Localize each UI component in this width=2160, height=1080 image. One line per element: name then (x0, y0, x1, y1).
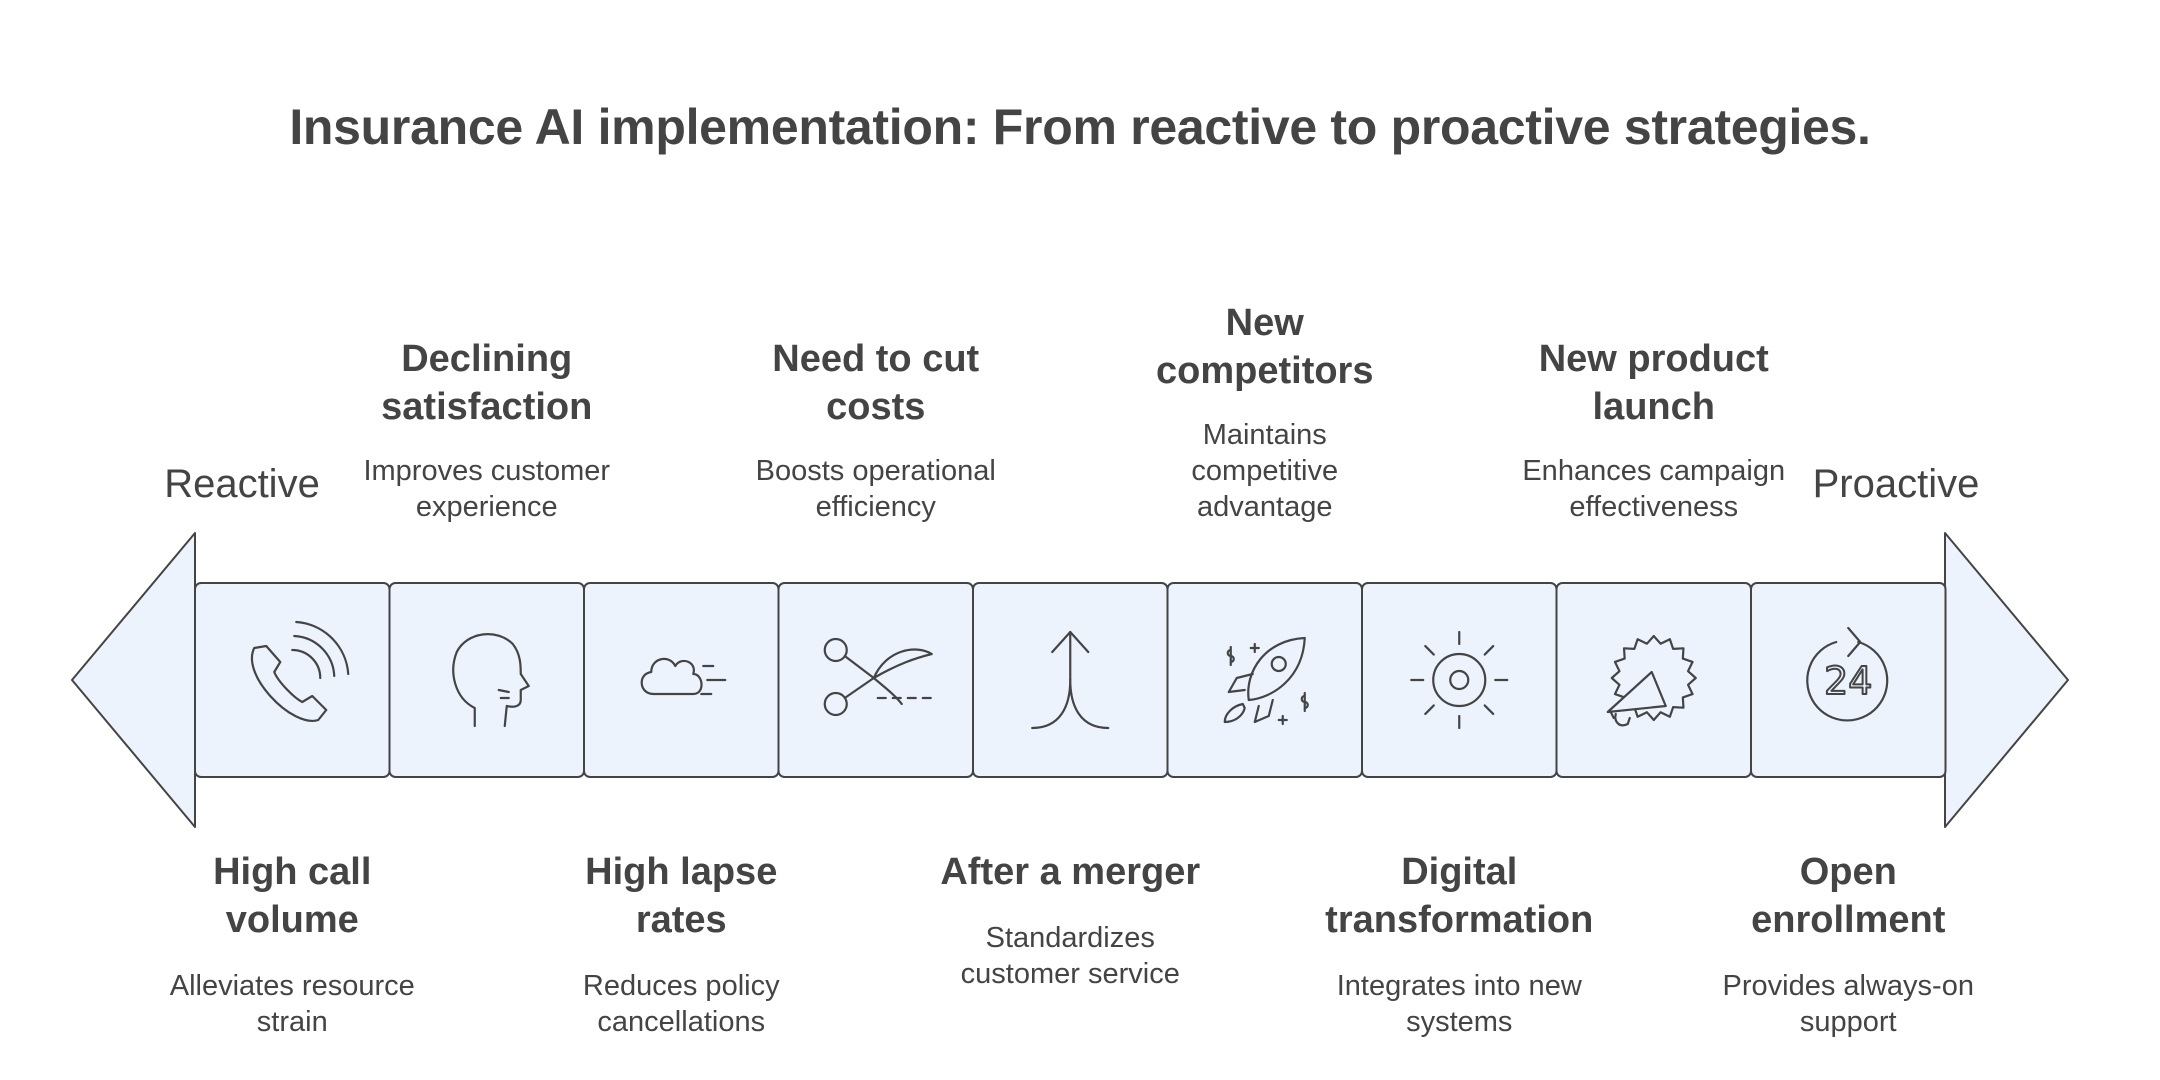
callout-heading-line: New (1225, 302, 1304, 344)
callout-heading: Need to cut costs (706, 335, 1046, 431)
rocket-icon (1223, 636, 1309, 726)
callout-heading-line: costs (826, 386, 926, 428)
timeline-segment (1361, 582, 1558, 778)
clock-24-label: 24 (1824, 659, 1872, 703)
callout-description: Enhances campaign effectiveness (1484, 453, 1824, 525)
person-head-icon (452, 633, 530, 728)
callout-heading-line: enrollment (1751, 899, 1946, 941)
callout-description-line: Maintains (1202, 419, 1327, 451)
merge-arrow-icon (1031, 630, 1110, 730)
megaphone-icon (1606, 634, 1697, 727)
right-arrowhead (1944, 532, 2069, 828)
callout-heading: High lapse rates (511, 848, 851, 944)
callout-description: Integrates into new systems (1289, 968, 1629, 1040)
callout-heading-line: After a merger (940, 851, 1201, 893)
callout-description-line: Standardizes (985, 922, 1155, 954)
callout-heading-line: transformation (1325, 899, 1594, 941)
callout-description-line: customer service (960, 958, 1180, 990)
scissors-icon (823, 637, 935, 717)
callout-heading: After a merger (900, 848, 1240, 896)
callout-heading-line: launch (1592, 386, 1715, 428)
callout-heading: Digital transformation (1289, 848, 1629, 944)
callout-heading-line: New product (1538, 338, 1769, 380)
callout-description: Standardizes customer service (900, 920, 1240, 992)
callout-description-line: Integrates into new (1336, 970, 1582, 1002)
sun-gear-icon (1410, 630, 1509, 730)
callout-heading-line: High lapse (585, 851, 778, 893)
callout-heading-line: competitors (1156, 350, 1374, 392)
callout-description-line: Improves customer (363, 455, 611, 487)
timeline-icons: 24 (250, 620, 1889, 730)
timeline-segment (1166, 582, 1363, 778)
callout-heading-line: Open (1799, 851, 1897, 893)
callout-heading-line: High call (213, 851, 372, 893)
timeline-segment (388, 582, 585, 778)
callout-description-line: experience (415, 491, 558, 523)
callout-description-line: support (1799, 1006, 1897, 1038)
callout-heading-line: satisfaction (381, 386, 593, 428)
callout-heading: New competitors (1095, 299, 1435, 395)
callout-description: Provides always-on support (1678, 968, 2018, 1040)
callout-description-line: cancellations (597, 1006, 766, 1038)
callout-description-line: Boosts operational (755, 455, 996, 487)
callout-heading-line: Need to cut (772, 338, 980, 380)
callout-description: Alleviates resource strain (122, 968, 462, 1040)
cloud-wind-icon (640, 657, 727, 696)
phone-icon (250, 620, 350, 722)
callout-description-line: Alleviates resource (169, 970, 415, 1002)
callout-description-line: systems (1406, 1006, 1513, 1038)
callout-description-line: Reduces policy (582, 970, 780, 1002)
callout-description-line: competitive (1191, 455, 1339, 487)
timeline-segment (583, 582, 780, 778)
callout-description-line: advantage (1197, 491, 1333, 523)
callout-description: Maintains competitive advantage (1095, 417, 1435, 525)
callout-heading: New product launch (1484, 335, 1824, 431)
callout-description: Boosts operational efficiency (706, 453, 1046, 525)
page-title: Insurance AI implementation: From reacti… (289, 99, 1871, 155)
callout-description-line: strain (256, 1006, 328, 1038)
callout-description: Improves customer experience (317, 453, 657, 525)
left-arrowhead (71, 532, 196, 828)
timeline-segments (194, 582, 1947, 778)
callout-description-line: efficiency (815, 491, 936, 523)
timeline-segment (194, 582, 391, 778)
callout-heading-line: rates (635, 899, 727, 941)
callout-heading-line: Digital (1401, 851, 1518, 893)
callout-heading: High call volume (122, 848, 462, 944)
callout-description: Reduces policy cancellations (511, 968, 851, 1040)
timeline-segment (1750, 582, 1947, 778)
callout-description-line: effectiveness (1569, 491, 1739, 523)
proactive-label: Proactive (1812, 462, 1980, 506)
callout-heading: Open enrollment (1678, 848, 2018, 944)
callout-description-line: Provides always-on (1722, 970, 1974, 1002)
callout-heading-line: Declining (401, 338, 573, 380)
callout-description-line: Enhances campaign (1522, 455, 1786, 487)
reactive-label: Reactive (164, 462, 320, 506)
clock-24-icon: 24 (1806, 626, 1889, 722)
callout-heading-line: volume (225, 899, 359, 941)
callout-heading: Declining satisfaction (317, 335, 657, 431)
